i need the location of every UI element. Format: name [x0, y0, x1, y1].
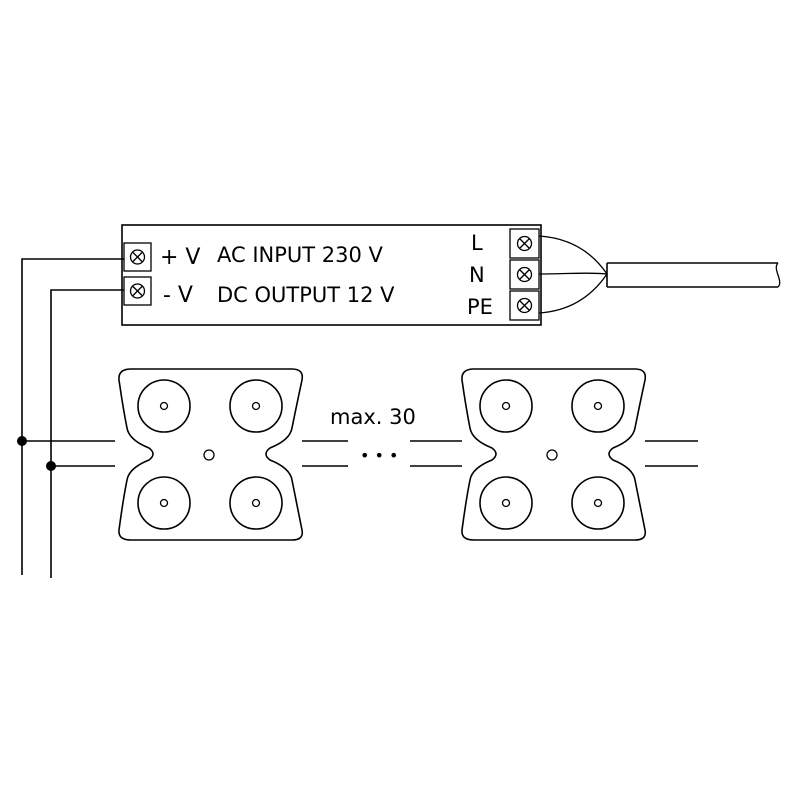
mounting-hole — [203, 449, 215, 461]
terminal-label-l: L — [471, 231, 483, 255]
screw-icon — [516, 266, 533, 283]
wire-pe — [538, 273, 608, 314]
module-link-cable — [302, 440, 462, 467]
max-count-label: max. 30 — [330, 405, 416, 429]
screw-icon — [129, 283, 146, 299]
wire-negative — [50, 289, 124, 578]
ac-terminal-block — [509, 228, 540, 321]
mounting-hole — [546, 449, 558, 461]
led-icon — [479, 379, 533, 433]
ac-input-label: AC INPUT 230 V — [217, 243, 384, 267]
minus-v-label: - V — [163, 283, 193, 308]
ellipsis: • • • — [360, 446, 398, 465]
junction-dot-positive — [17, 436, 27, 446]
led-module-body — [461, 368, 647, 541]
led-icon — [229, 476, 283, 530]
mains-cable — [538, 235, 781, 314]
dc-terminal-block — [123, 242, 152, 306]
ac-terminal-l — [509, 228, 540, 259]
dc-wiring — [17, 258, 124, 578]
dc-terminal-minus — [123, 276, 152, 306]
output-cable — [645, 440, 698, 467]
dc-terminal-plus — [123, 242, 152, 272]
led-module-2 — [461, 368, 647, 541]
led-icon — [229, 379, 283, 433]
cable-break-mark — [775, 262, 781, 288]
junction-dot-negative — [46, 461, 56, 471]
terminal-label-n: N — [469, 263, 485, 287]
led-icon — [571, 379, 625, 433]
ac-terminal-pe — [509, 290, 540, 321]
led-module-1 — [118, 368, 304, 541]
wire-n — [538, 272, 608, 275]
screw-icon — [516, 297, 533, 314]
led-icon — [137, 476, 191, 530]
plus-v-label: + V — [160, 245, 200, 270]
led-icon — [137, 379, 191, 433]
led-icon — [479, 476, 533, 530]
power-supply: + V - V AC INPUT 230 V DC OUTPUT 12 V L … — [121, 224, 542, 326]
led-icon — [571, 476, 625, 530]
dc-output-label: DC OUTPUT 12 V — [217, 283, 395, 307]
wire-positive — [21, 258, 124, 575]
led-module-body — [118, 368, 304, 541]
power-supply-body — [121, 224, 542, 326]
terminal-label-pe: PE — [467, 295, 493, 319]
screw-icon — [129, 249, 146, 265]
wire-l — [538, 235, 608, 275]
screw-icon — [516, 235, 533, 252]
